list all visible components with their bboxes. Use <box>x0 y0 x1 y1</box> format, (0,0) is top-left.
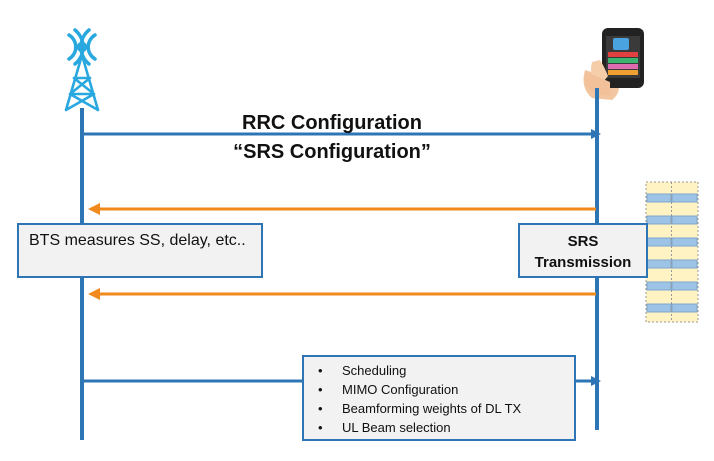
cell-tower-icon <box>64 28 100 112</box>
srs-transmission-box: SRS Transmission <box>518 223 648 278</box>
srs-configuration-label: “SRS Configuration” <box>233 141 431 163</box>
srs-box-line2: Transmission <box>534 254 632 271</box>
srs-box-line1: SRS <box>567 233 599 250</box>
list-item: MIMO Configuration <box>316 380 566 399</box>
scheduling-box: Scheduling MIMO Configuration Beamformin… <box>302 355 576 441</box>
smartphone-in-hand-icon <box>583 28 644 100</box>
rrc-configuration-label: RRC Configuration <box>242 112 422 134</box>
list-item: Beamforming weights of DL TX <box>316 399 566 418</box>
list-item: Scheduling <box>316 361 566 380</box>
bts-measures-text: BTS measures SS, delay, etc.. <box>29 232 246 249</box>
list-item: UL Beam selection <box>316 418 566 437</box>
scheduling-list: Scheduling MIMO Configuration Beamformin… <box>316 361 566 437</box>
srs-resource-grid-icon <box>645 181 699 323</box>
bts-measures-box: BTS measures SS, delay, etc.. <box>17 223 263 278</box>
